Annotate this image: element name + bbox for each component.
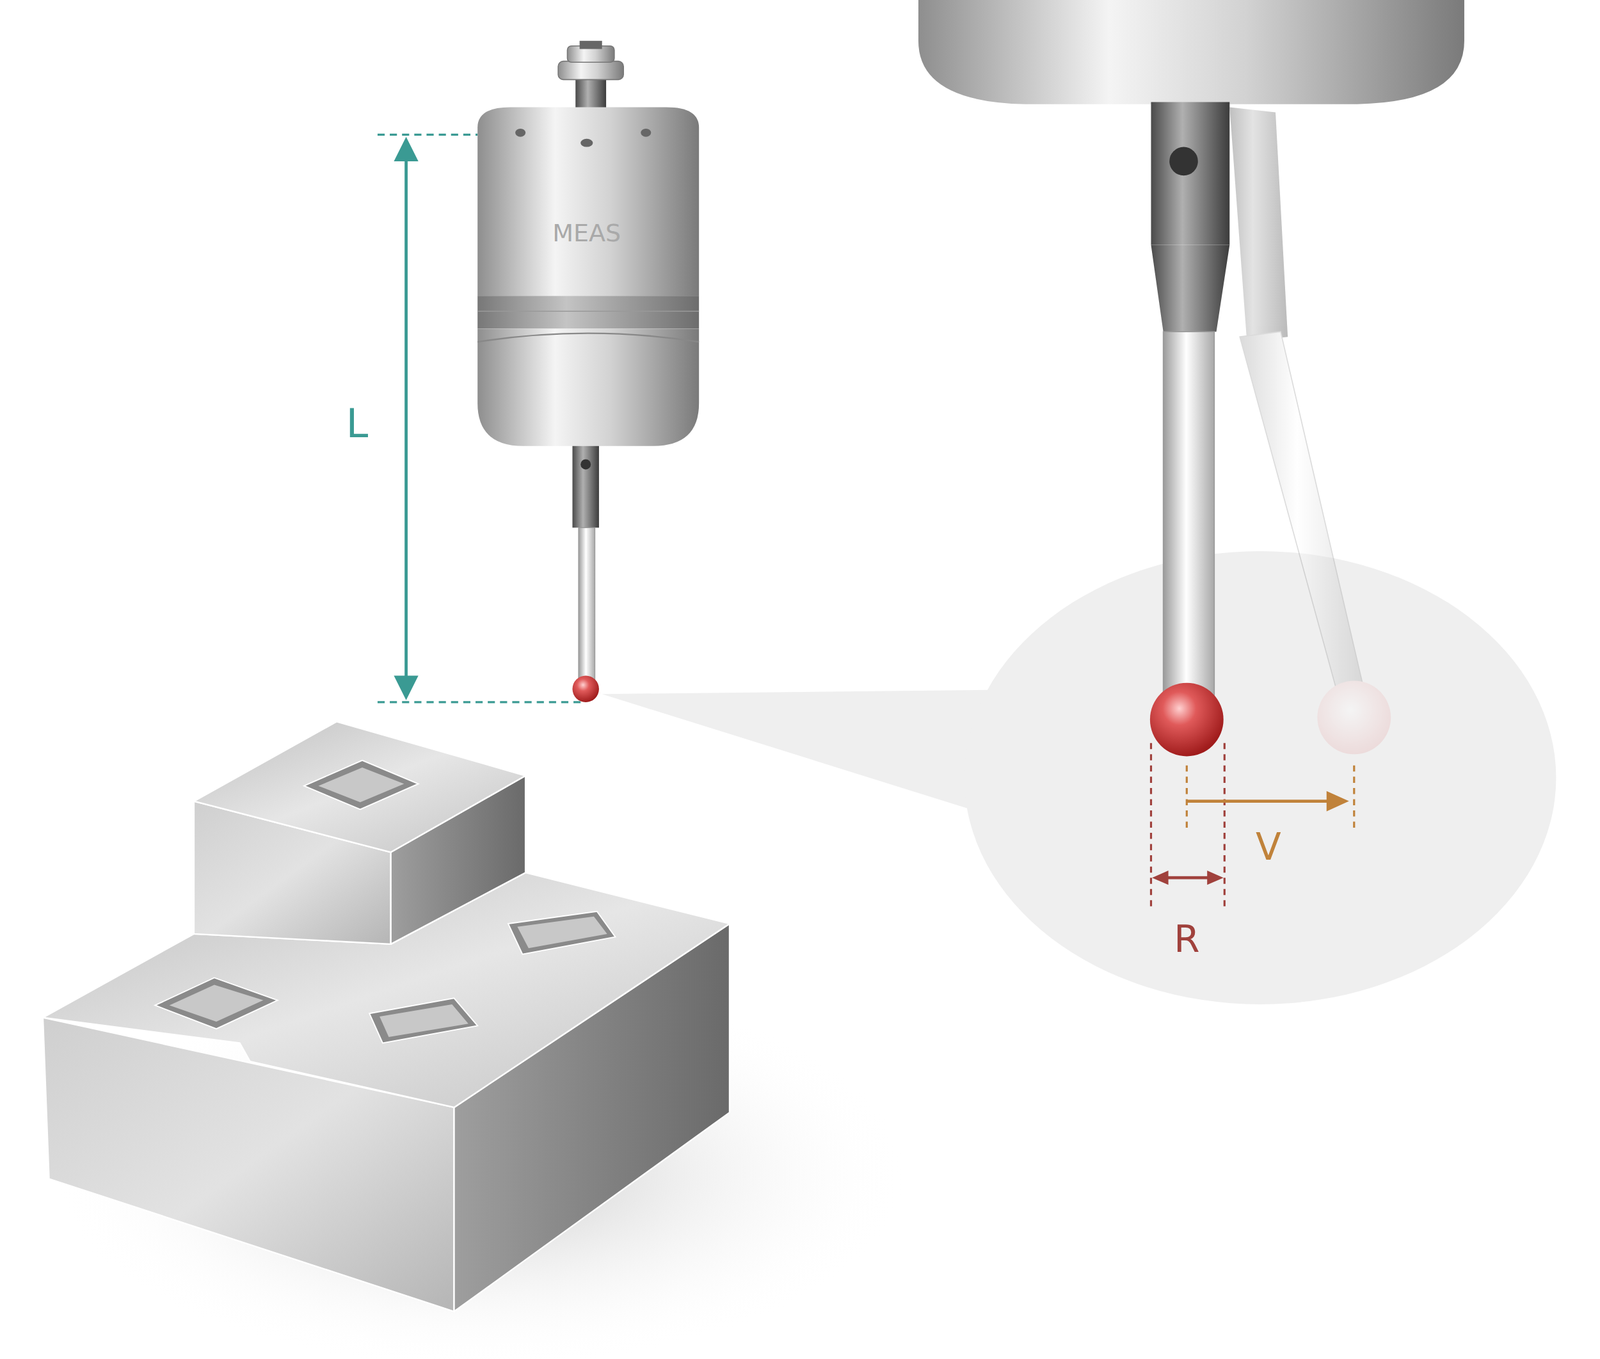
- dimension-label: R: [1173, 920, 1200, 958]
- brand-label: MEAS: [552, 220, 621, 246]
- stylus: [1150, 101, 1230, 756]
- radius-dimension: [1150, 743, 1225, 909]
- workpiece: [42, 721, 909, 1359]
- zoom-bubble: [964, 551, 1557, 1005]
- dimension-label: L: [346, 403, 369, 444]
- touch-probe: [477, 40, 699, 703]
- pockets: [154, 760, 616, 1044]
- probe-housing: [918, 0, 1465, 105]
- zoom-pointer: [602, 689, 989, 809]
- dimension-label: V: [1255, 828, 1282, 866]
- deflection-dimension: [1186, 765, 1354, 829]
- deflected-stylus: [1229, 106, 1391, 754]
